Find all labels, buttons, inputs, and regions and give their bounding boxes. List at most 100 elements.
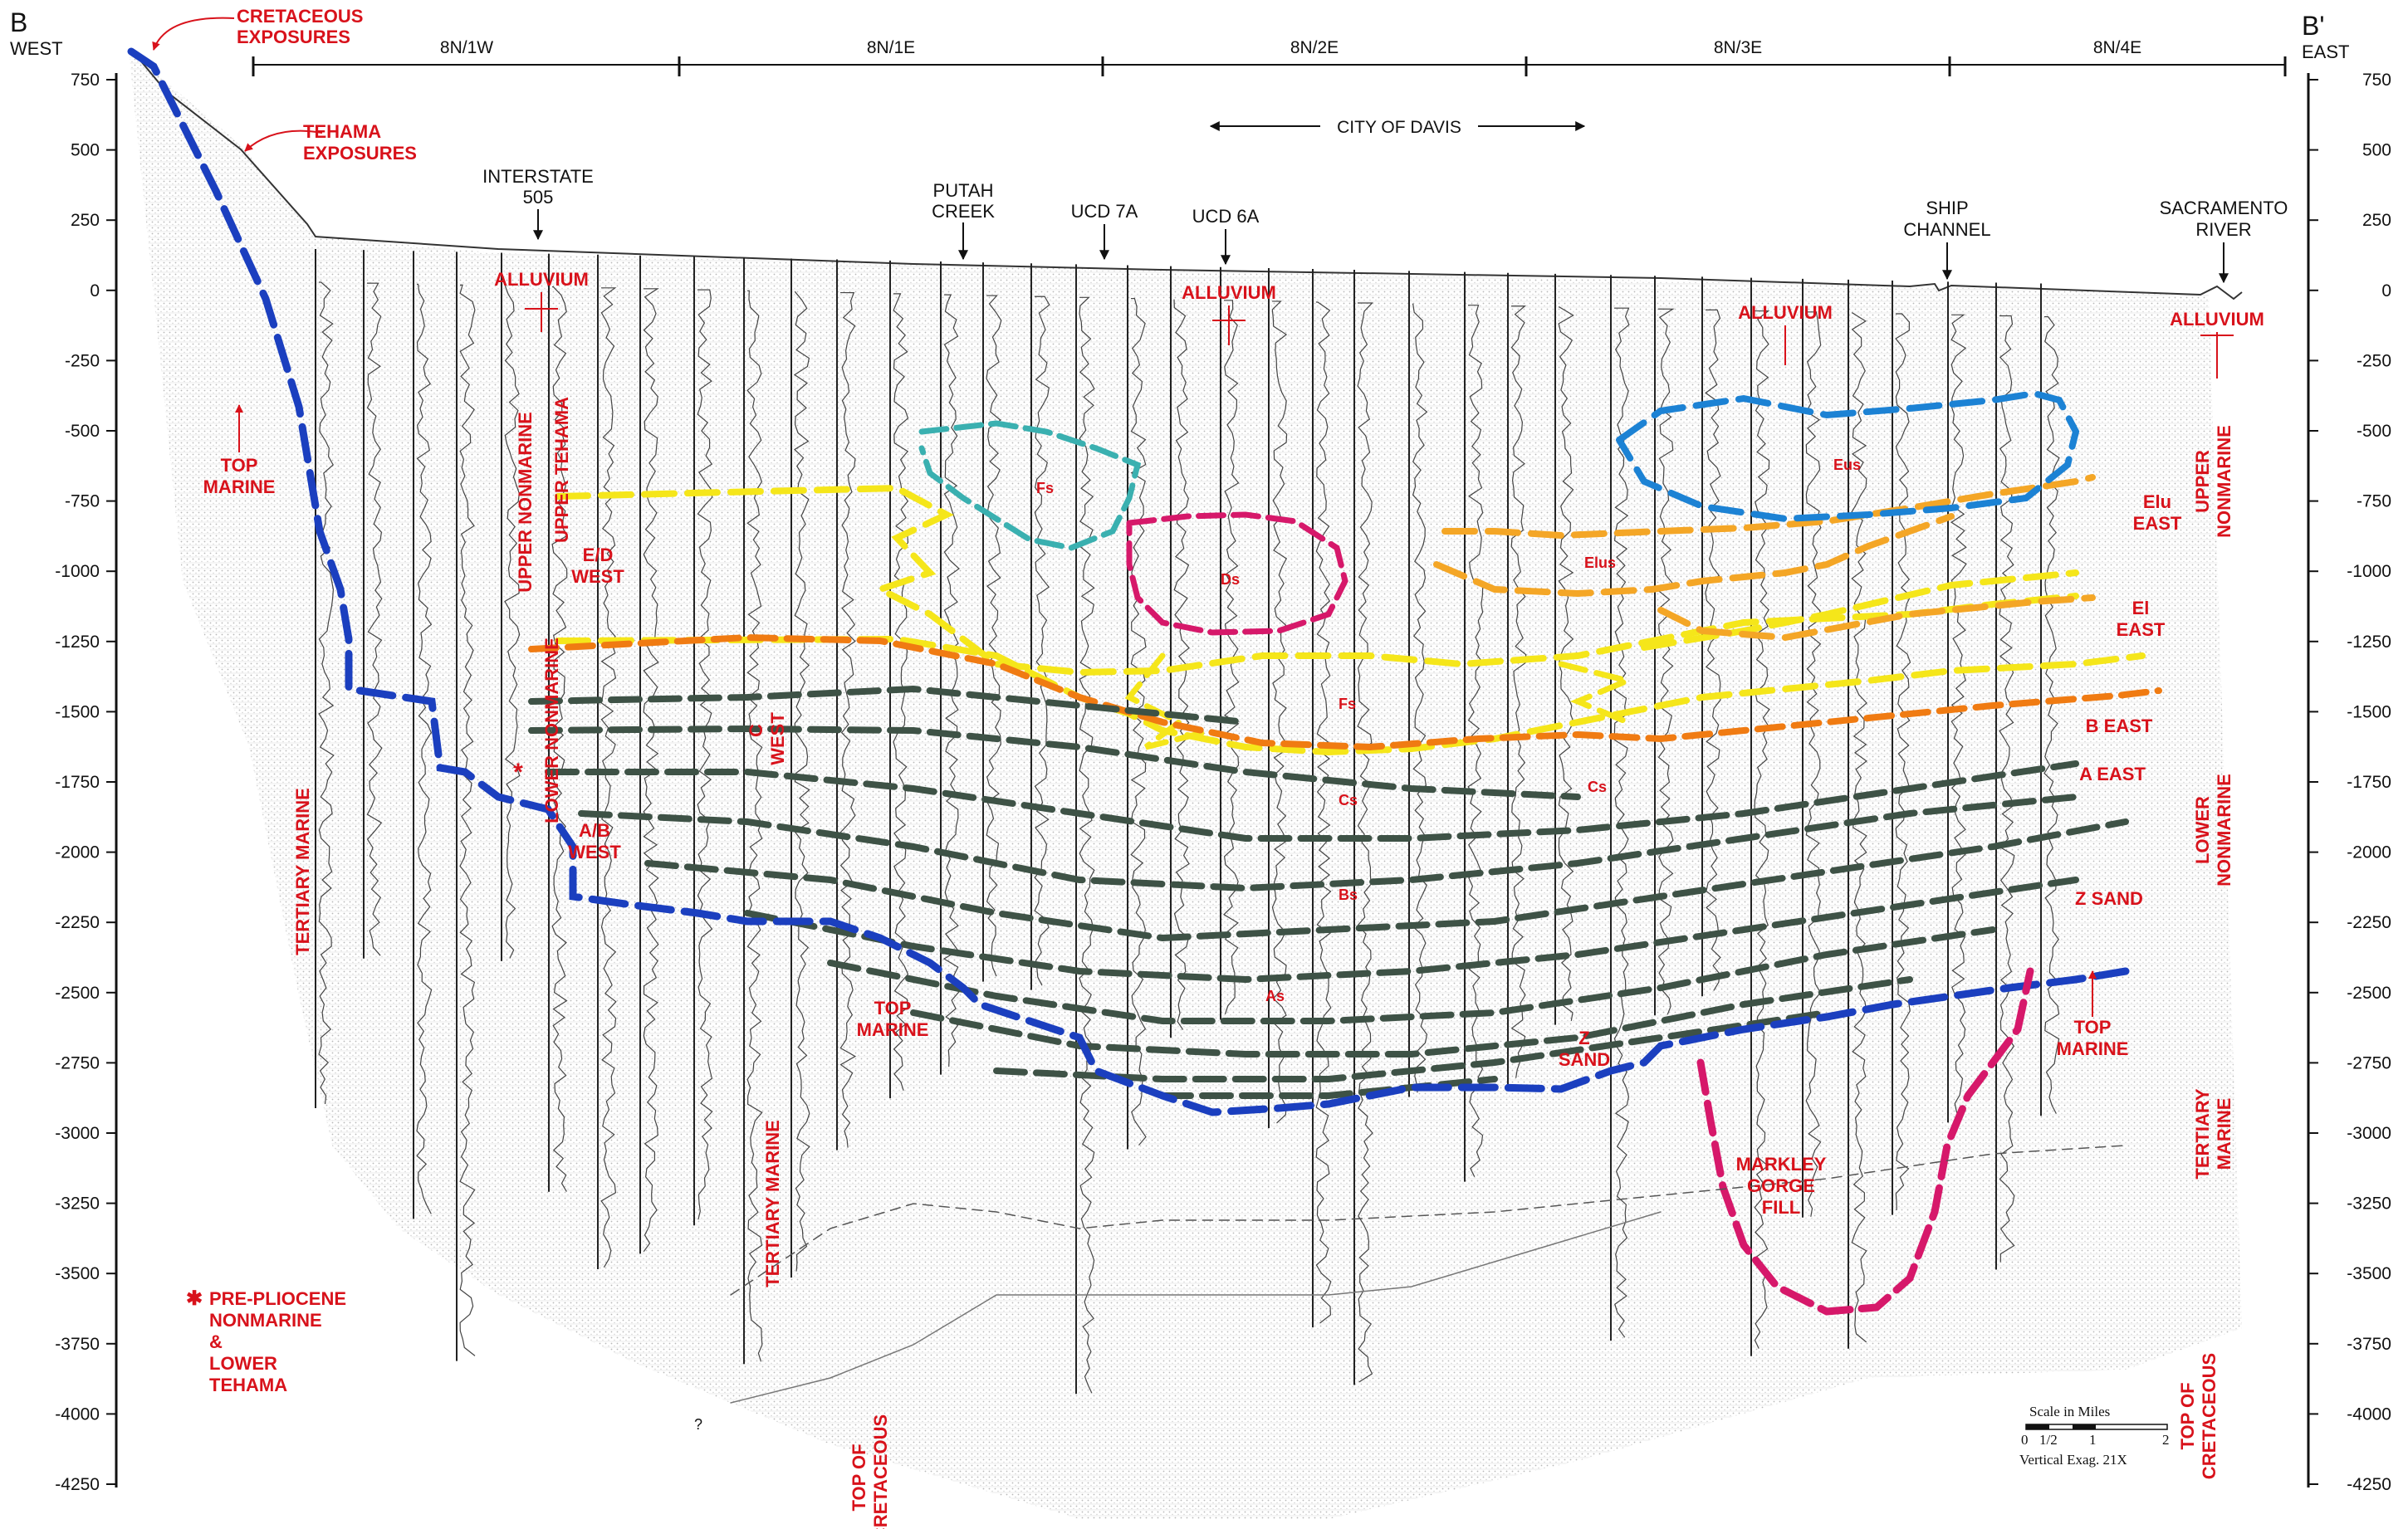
right-tick-label: -2250 (2347, 913, 2391, 932)
city-label: CITY OF DAVIS (1337, 118, 1461, 137)
top-marine-label-center: TOP MARINE (857, 998, 929, 1040)
left-tick-label: 500 (71, 141, 100, 160)
a-east: A EAST (2079, 764, 2146, 784)
left-tick-label: -250 (65, 351, 100, 370)
left-tick-label: -1250 (55, 633, 100, 652)
svg-text:EXPOSURES: EXPOSURES (237, 27, 350, 47)
left-tick-label: -4250 (55, 1475, 100, 1494)
green-sand-5 (644, 818, 2129, 942)
ds-label: Ds (1221, 571, 1240, 588)
ds-magenta (1126, 511, 1348, 636)
left-tick-label: -2500 (55, 984, 100, 1003)
right-tick-label: 250 (2362, 211, 2391, 230)
upper-nonmarine-east-2: NONMARINE (2214, 425, 2234, 538)
lower-nonmarine-east-1: LOWER (2192, 796, 2213, 864)
ab-west-2: WEST (568, 842, 621, 862)
right-tick-label: -1250 (2347, 633, 2391, 652)
left-tick-label: -4000 (55, 1404, 100, 1424)
left-tick-label: -3500 (55, 1264, 100, 1283)
landmark-interstate: INTERSTATE 505 (482, 166, 594, 241)
svg-text:CRETACEOUS: CRETACEOUS (237, 6, 363, 27)
top-marine-label-west: TOP MARINE (203, 404, 276, 497)
left-tick-label: -1000 (55, 562, 100, 581)
west-label: WEST (10, 38, 63, 59)
svg-text:INTERSTATE: INTERSTATE (482, 166, 594, 187)
tertiary-marine-east-1: TERTIARY (2192, 1088, 2213, 1180)
c-west-2: WEST (767, 712, 788, 765)
el-east-2: EAST (2117, 619, 2166, 640)
elu-east-1: Elu (2143, 491, 2171, 512)
township-8n3e: 8N/3E (1714, 38, 1762, 57)
right-tick-label: -2500 (2347, 984, 2391, 1003)
fs2-label: Fs (1339, 696, 1356, 712)
svg-text:MARINE: MARINE (2057, 1038, 2129, 1059)
landmark-ucd-6a: UCD 6A (1192, 206, 1260, 266)
lower-nonmarine-west: LOWER NONMARINE (541, 637, 562, 823)
township-8n2e: 8N/2E (1290, 38, 1339, 57)
cs-label: Cs (1339, 792, 1358, 808)
question-mark: ? (694, 1416, 702, 1433)
city-of-davis-bracket: CITY OF DAVIS (1209, 118, 1586, 137)
bs-label: Bs (1339, 887, 1358, 903)
well-log-curve (459, 284, 476, 1356)
right-tick-label: -1750 (2347, 773, 2391, 792)
well-log-curve (551, 286, 568, 1192)
lower-nonmarine-east-2: NONMARINE (2214, 774, 2234, 887)
svg-text:MARINE: MARINE (203, 476, 276, 497)
svg-text:TOP: TOP (874, 998, 912, 1019)
right-tick-label: -3500 (2347, 1264, 2391, 1283)
svg-text:0: 0 (2021, 1432, 2029, 1448)
top-cretaceous-east-2: CRETACEOUS (2199, 1353, 2220, 1479)
left-tick-label: -3000 (55, 1124, 100, 1143)
top-cretaceous-2: CRETACEOUS (870, 1414, 891, 1529)
well-log-curve (1315, 301, 1332, 1324)
ed-yellow-loop (1124, 652, 1216, 750)
upper-tehama-west: UPPER TEHAMA (551, 397, 572, 543)
green-sand-2 (528, 725, 1581, 800)
tertiary-marine-center: TERTIARY MARINE (762, 1120, 783, 1287)
interpretation-lines (127, 47, 2162, 1404)
right-tick-label: -4250 (2347, 1475, 2391, 1494)
tertiary-marine-east-2: MARINE (2214, 1098, 2234, 1170)
left-tick-label: -500 (65, 422, 100, 441)
elus-label: Elus (1584, 554, 1616, 571)
well-log-curve (1079, 296, 1095, 1394)
ed-west-1: E/D (583, 545, 614, 565)
well-log-curve (1705, 309, 1721, 991)
svg-text:ALLUVIUM: ALLUVIUM (1182, 282, 1276, 303)
ab-west-1: A/B (579, 820, 610, 841)
right-tick-label: -1500 (2347, 702, 2391, 721)
fs-label: Fs (1036, 480, 1054, 496)
orange-boundary (528, 633, 2162, 751)
right-tick-label: -1000 (2347, 562, 2391, 581)
right-tick-label: -3250 (2347, 1194, 2391, 1214)
markley-gorge-line (1696, 967, 2034, 1316)
scale-bar: Scale in Miles 0 1/2 1 2 Vertical Exag. … (2019, 1404, 2170, 1468)
eus-label: Eus (1833, 457, 1861, 473)
right-tick-label: -2750 (2347, 1053, 2391, 1072)
township-8n4e: 8N/4E (2093, 38, 2141, 57)
left-tick-label: 750 (71, 71, 100, 90)
well-log-curve (697, 289, 713, 1220)
svg-text:MARINE: MARINE (857, 1019, 929, 1040)
well-log-curve (1223, 300, 1240, 1014)
top-cretaceous-east-1: TOP OF (2177, 1382, 2198, 1449)
cs2-label: Cs (1588, 779, 1607, 795)
well-log-curve (1754, 310, 1770, 1349)
township-8n1e: 8N/1E (867, 38, 915, 57)
left-tick-label: -2250 (55, 913, 100, 932)
well-logs (315, 249, 2060, 1395)
svg-text:✱: ✱ (186, 1287, 203, 1310)
right-tick-label: 500 (2362, 141, 2391, 160)
right-tick-label: -500 (2357, 422, 2391, 441)
b-east: B EAST (2086, 716, 2153, 736)
upper-nonmarine-west: UPPER NONMARINE (515, 412, 536, 593)
right-tick-label: -3000 (2347, 1124, 2391, 1143)
right-tick-label: -2000 (2347, 843, 2391, 862)
svg-text:ALLUVIUM: ALLUVIUM (2170, 309, 2264, 330)
footnote: ✱ PRE-PLIOCENE NONMARINE & LOWER TEHAMA (186, 1287, 346, 1395)
landmark-putah-creek: PUTAH CREEK (932, 180, 995, 261)
el-east-1: El (2132, 598, 2150, 618)
svg-text:UCD 6A: UCD 6A (1192, 206, 1260, 227)
